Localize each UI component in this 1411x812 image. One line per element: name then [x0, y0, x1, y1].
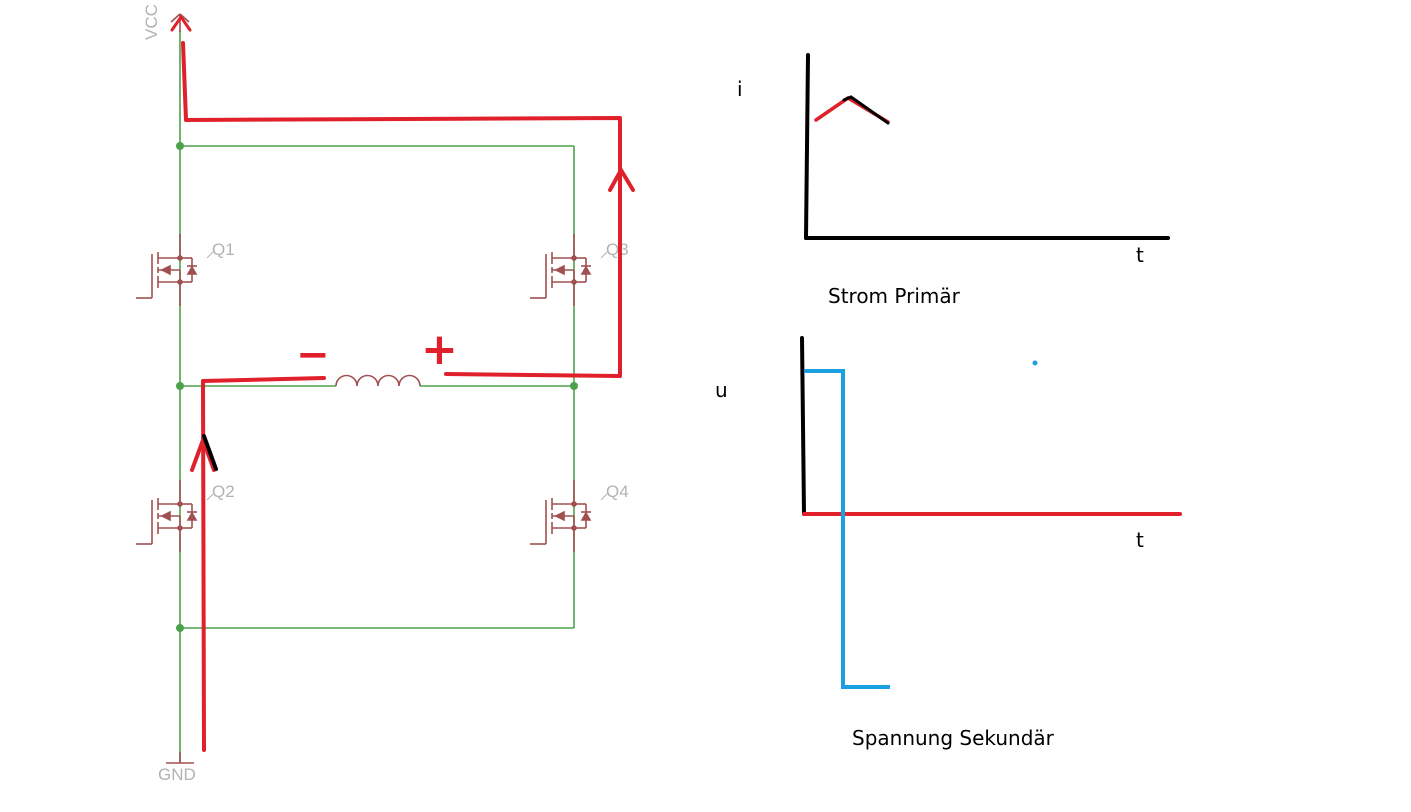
- current-waveform: [814, 95, 890, 124]
- current-path: [181, 41, 622, 752]
- voltage-y-label: u: [715, 378, 728, 402]
- current-y-label: i: [737, 77, 743, 101]
- voltage-plot-axes: [800, 336, 1182, 516]
- arrow-head-up-left: [190, 434, 216, 472]
- arrow-head-up-right: [608, 165, 635, 192]
- q4-label: Q4: [606, 482, 629, 501]
- mosfet-q4: [530, 480, 592, 552]
- arrow-black-stroke: [202, 434, 218, 471]
- voltage-plot-caption: Spannung Sekundär: [852, 726, 1055, 750]
- mosfet-q2: [136, 480, 198, 552]
- ground-symbol: [166, 752, 194, 764]
- mosfet-q1: [136, 234, 198, 306]
- voltage-x-label: t: [1136, 528, 1144, 552]
- minus-sign: −: [296, 332, 330, 378]
- inductor-coil: [335, 374, 421, 387]
- vcc-label: VCC: [142, 4, 161, 40]
- current-x-label: t: [1136, 243, 1144, 267]
- voltage-waveform: [804, 369, 890, 689]
- current-plot-caption: Strom Primär: [828, 284, 961, 308]
- gnd-label: GND: [158, 765, 196, 784]
- arrow-head-vcc: [170, 14, 192, 32]
- q1-label: Q1: [212, 240, 235, 259]
- current-plot-axes: [804, 53, 1170, 240]
- label-tick-marks: [206, 251, 608, 501]
- mosfet-q3: [530, 234, 592, 306]
- stray-blue-dot: [1032, 360, 1038, 366]
- junction-dots: [176, 142, 578, 632]
- bridge-wires: [179, 30, 575, 763]
- plus-sign: +: [421, 324, 458, 375]
- q2-label: Q2: [212, 482, 235, 501]
- q3-label: Q3: [606, 240, 629, 259]
- current-waveform-overdraw: [842, 95, 890, 125]
